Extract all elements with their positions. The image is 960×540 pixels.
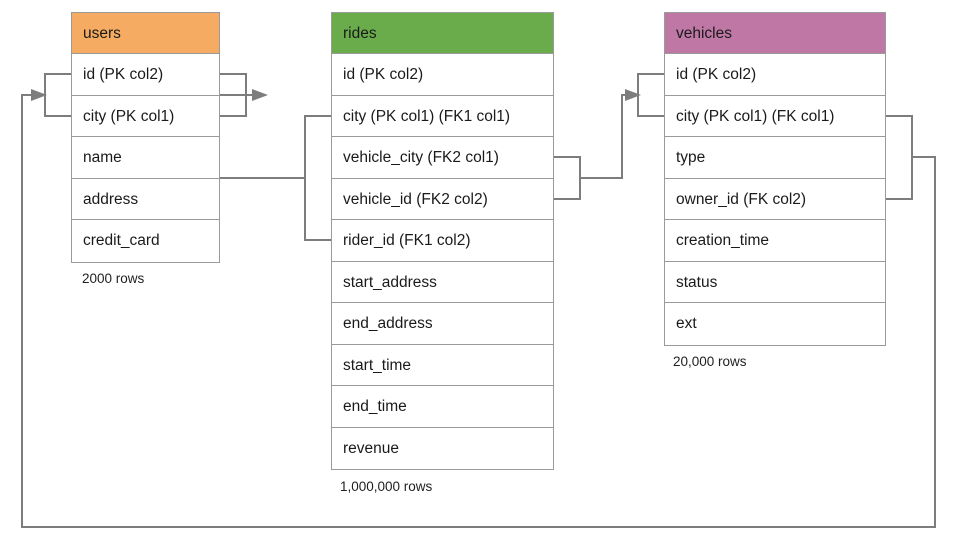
column-users-id[interactable]: id (PK col2) bbox=[72, 54, 219, 96]
row-count-vehicles: 20,000 rows bbox=[673, 354, 747, 369]
column-vehicles-creation-time[interactable]: creation_time bbox=[665, 220, 885, 262]
column-rides-vehicle-id[interactable]: vehicle_id (FK2 col2) bbox=[332, 178, 553, 220]
table-rides-header: rides bbox=[332, 13, 553, 54]
column-rides-end-address[interactable]: end_address bbox=[332, 303, 553, 345]
column-users-credit-card[interactable]: credit_card bbox=[72, 220, 219, 262]
column-rides-start-time[interactable]: start_time bbox=[332, 344, 553, 386]
column-vehicles-status[interactable]: status bbox=[665, 261, 885, 303]
table-users[interactable]: users id (PK col2) city (PK col1) name a… bbox=[71, 12, 220, 263]
table-vehicles-header: vehicles bbox=[665, 13, 885, 54]
column-users-city[interactable]: city (PK col1) bbox=[72, 95, 219, 137]
table-vehicles[interactable]: vehicles id (PK col2) city (PK col1) (FK… bbox=[664, 12, 886, 346]
row-count-users: 2000 rows bbox=[82, 271, 145, 286]
column-vehicles-type[interactable]: type bbox=[665, 137, 885, 179]
column-vehicles-city[interactable]: city (PK col1) (FK col1) bbox=[665, 95, 885, 137]
table-rides[interactable]: rides id (PK col2) city (PK col1) (FK1 c… bbox=[331, 12, 554, 470]
column-rides-start-address[interactable]: start_address bbox=[332, 261, 553, 303]
column-rides-vehicle-city[interactable]: vehicle_city (FK2 col1) bbox=[332, 137, 553, 179]
table-users-header: users bbox=[72, 13, 219, 54]
column-users-name[interactable]: name bbox=[72, 137, 219, 179]
column-rides-city[interactable]: city (PK col1) (FK1 col1) bbox=[332, 95, 553, 137]
column-rides-revenue[interactable]: revenue bbox=[332, 427, 553, 469]
relationship-rides-fk2-vehicles bbox=[554, 73, 664, 200]
column-rides-end-time[interactable]: end_time bbox=[332, 386, 553, 428]
arrowhead-fk2 bbox=[625, 89, 641, 101]
row-count-rides: 1,000,000 rows bbox=[340, 479, 433, 494]
arrowhead-vehicles-users bbox=[31, 89, 47, 101]
arrowhead-fk1 bbox=[252, 89, 268, 101]
relationship-rides-fk1-users bbox=[209, 73, 331, 241]
column-rides-id[interactable]: id (PK col2) bbox=[332, 54, 553, 96]
column-users-address[interactable]: address bbox=[72, 178, 219, 220]
column-vehicles-owner-id[interactable]: owner_id (FK col2) bbox=[665, 178, 885, 220]
column-vehicles-id[interactable]: id (PK col2) bbox=[665, 54, 885, 96]
column-vehicles-ext[interactable]: ext bbox=[665, 303, 885, 345]
column-rides-rider-id[interactable]: rider_id (FK1 col2) bbox=[332, 220, 553, 262]
